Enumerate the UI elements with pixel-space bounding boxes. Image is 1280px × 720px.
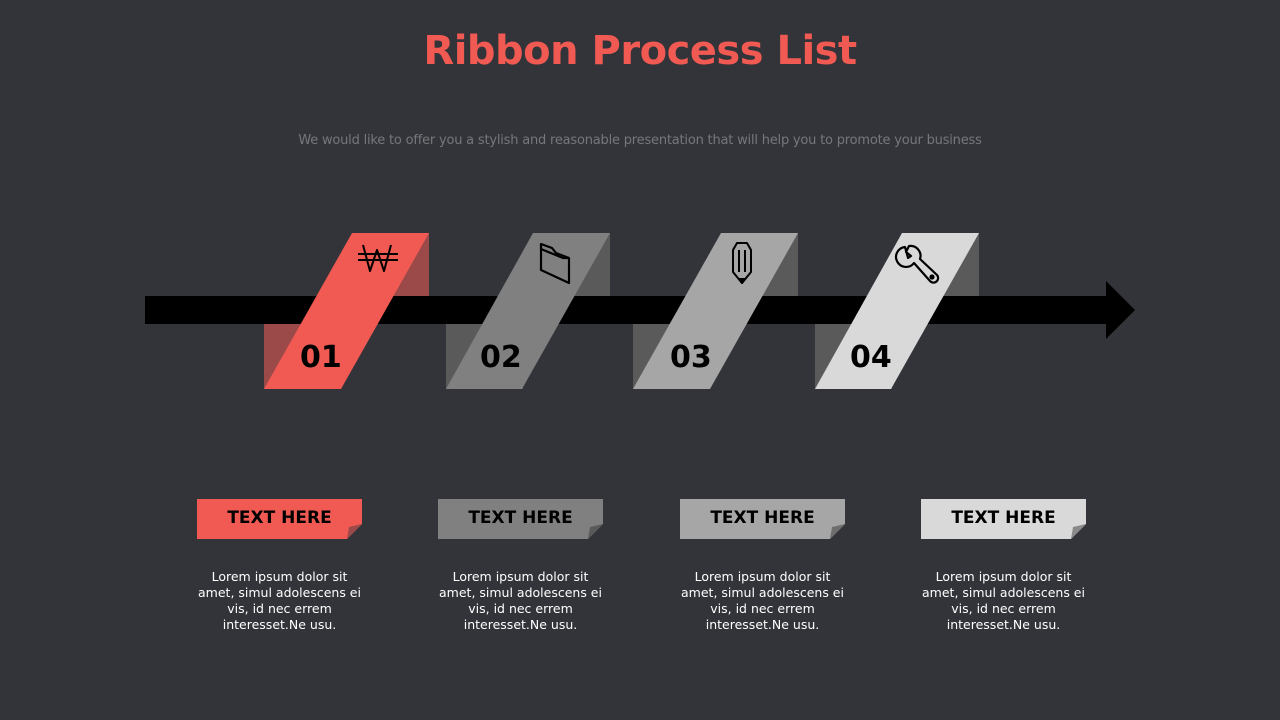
ribbon-step-1: 01 bbox=[264, 233, 429, 389]
step-number: 01 bbox=[300, 340, 342, 375]
ribbon-step-3: 03 bbox=[633, 233, 798, 389]
step-number: 04 bbox=[850, 340, 892, 375]
step-number: 03 bbox=[670, 340, 712, 375]
ribbon-step-2: 02 bbox=[446, 233, 610, 389]
pencil-icon bbox=[732, 242, 752, 284]
page-subtitle: We would like to offer you a stylish and… bbox=[298, 133, 982, 148]
step-4-description: Lorem ipsum dolor sit amet, simul adoles… bbox=[922, 569, 1085, 632]
folded-corner-shape bbox=[921, 499, 1086, 539]
folded-corner-shape bbox=[197, 499, 362, 539]
step-3-label: TEXT HERE bbox=[710, 508, 815, 528]
wrench-icon bbox=[894, 244, 940, 284]
step-2-description: Lorem ipsum dolor sit amet, simul adoles… bbox=[439, 569, 602, 632]
step-1-description: Lorem ipsum dolor sit amet, simul adoles… bbox=[198, 569, 361, 632]
step-3-description: Lorem ipsum dolor sit amet, simul adoles… bbox=[681, 569, 844, 632]
step-2-label-box: TEXT HERE bbox=[438, 499, 603, 539]
step-4-label: TEXT HERE bbox=[951, 508, 1056, 528]
folded-corner-shape bbox=[680, 499, 845, 539]
step-number: 02 bbox=[480, 340, 522, 375]
page-title: Ribbon Process List bbox=[423, 28, 857, 74]
ribbon-step-4: 04 bbox=[815, 233, 979, 389]
step-4-label-box: TEXT HERE bbox=[921, 499, 1086, 539]
step-1-label: TEXT HERE bbox=[227, 508, 332, 528]
folded-corner-shape bbox=[438, 499, 603, 539]
step-3-label-box: TEXT HERE bbox=[680, 499, 845, 539]
folder-icon bbox=[539, 242, 571, 285]
won-currency-icon bbox=[358, 244, 398, 272]
step-1-label-box: TEXT HERE bbox=[197, 499, 362, 539]
step-2-label: TEXT HERE bbox=[468, 508, 573, 528]
